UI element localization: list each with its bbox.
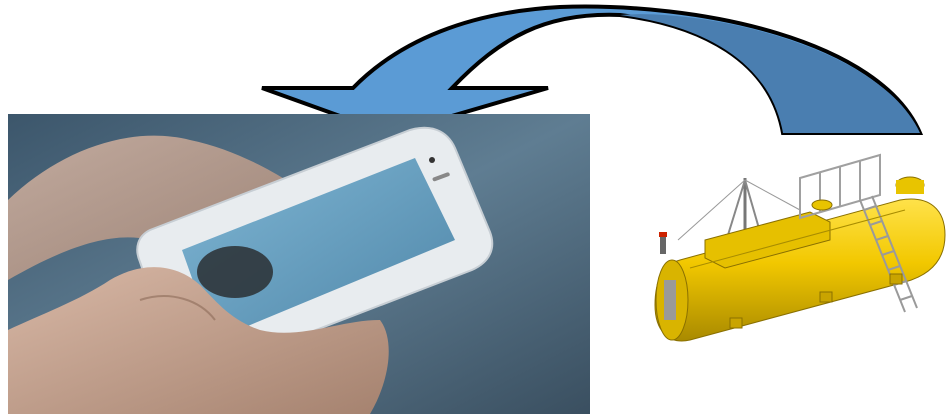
yellow-tank: [655, 155, 945, 341]
fingertip: [197, 246, 273, 298]
phone-photo: [8, 114, 590, 414]
